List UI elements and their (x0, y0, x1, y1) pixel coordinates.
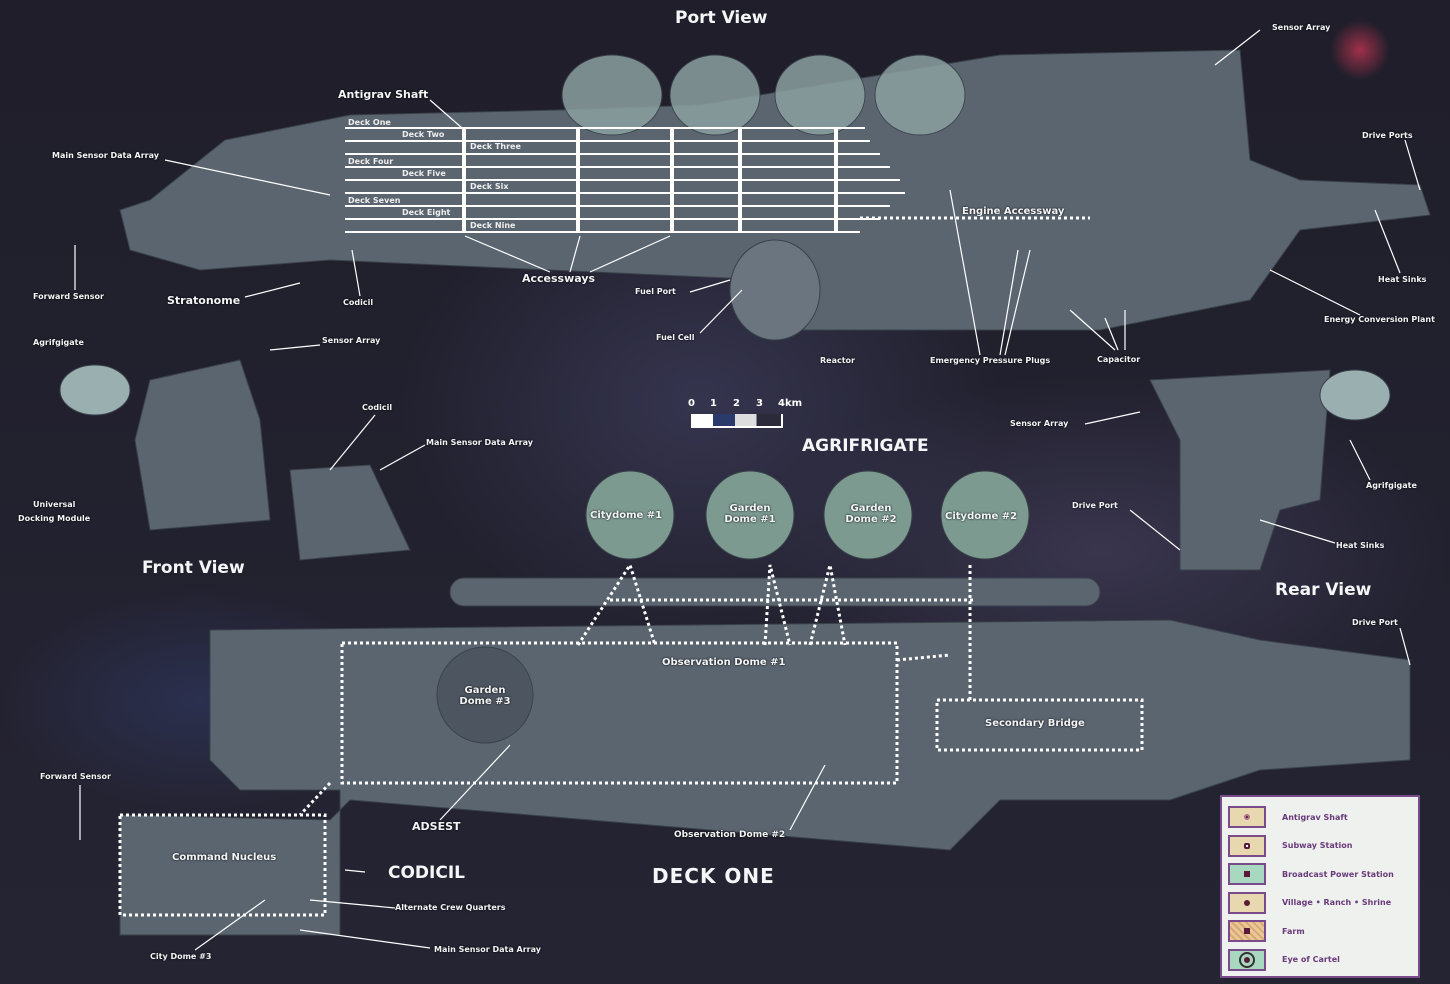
deck-label: Deck Five (402, 169, 446, 178)
farm-icon (1228, 920, 1266, 943)
label: Heat Sinks (1336, 541, 1385, 550)
label: Drive Port (1072, 501, 1118, 510)
label: Agrifgigate (33, 338, 84, 347)
label: Universal (33, 500, 76, 509)
label: Capacitor (1097, 355, 1141, 364)
label: Sensor Array (1010, 419, 1069, 428)
front-view-codicil (289, 464, 411, 561)
legend-item: Eye of Cartel (1228, 946, 1412, 975)
label: Heat Sinks (1378, 275, 1427, 284)
deck-one-title: DECK ONE (652, 864, 775, 888)
front-view-hull (134, 359, 271, 531)
label: Alternate Crew Quarters (395, 903, 506, 912)
legend-item: Broadcast Power Station (1228, 860, 1412, 889)
port-view-hull (119, 49, 1431, 331)
legend-label: Antigrav Shaft (1282, 812, 1348, 822)
antigrav-shaft-icon (1228, 806, 1266, 829)
fuel-cell (729, 239, 821, 341)
legend-item: Village • Ranch • Shrine (1228, 889, 1412, 918)
label: Drive Ports (1362, 131, 1413, 140)
deck-label: Deck Two (402, 130, 445, 139)
label: Sensor Array (1272, 23, 1331, 32)
label: Agrifgigate (1366, 481, 1417, 490)
subway-station-icon (1228, 834, 1266, 857)
port-dome (561, 54, 663, 136)
deck-label: Deck Four (348, 157, 394, 166)
label: Sensor Array (322, 336, 381, 345)
label: Forward Sensor (33, 292, 104, 301)
village-ranch-shrine-icon (1228, 891, 1266, 914)
deck-label: Deck Three (470, 142, 521, 151)
label: Main Sensor Data Array (52, 151, 159, 160)
label: Citydome #2 (945, 511, 1018, 522)
front-view-title: Front View (142, 558, 245, 578)
label: Observation Dome #1 (662, 657, 786, 668)
scale-tick: 0 (688, 398, 695, 409)
label: Codicil (343, 298, 374, 307)
legend-item: Farm (1228, 917, 1412, 946)
agrifrigate-title: AGRIFRIGATE (802, 436, 929, 456)
deck-label: Deck Six (470, 182, 509, 191)
label: Garden Dome #3 (459, 685, 511, 707)
label: Main Sensor Data Array (434, 945, 541, 954)
scale-tick: 4km (778, 398, 803, 409)
label: Energy Conversion Plant (1324, 315, 1435, 324)
scale-tick: 3 (756, 398, 763, 409)
rear-view-title: Rear View (1275, 580, 1372, 600)
label: Emergency Pressure Plugs (930, 356, 1051, 365)
label: Garden Dome #1 (724, 503, 776, 525)
label: Docking Module (18, 514, 91, 523)
eye-of-cartel-icon (1228, 948, 1266, 971)
label: Observation Dome #2 (674, 830, 786, 840)
scale-tick: 1 (710, 398, 717, 409)
label: Accessways (522, 272, 596, 285)
label: Engine Accessway (962, 206, 1065, 217)
legend-item: Subway Station (1228, 832, 1412, 861)
label: Main Sensor Data Array (426, 438, 533, 447)
legend-label: Village • Ranch • Shrine (1282, 898, 1392, 908)
label: Reactor (820, 356, 855, 365)
deck-label: Deck One (348, 118, 391, 127)
rear-view-hull (1149, 369, 1331, 571)
deck-label: Deck Seven (348, 196, 401, 205)
label: Garden Dome #2 (845, 503, 897, 525)
legend-label: Subway Station (1282, 841, 1353, 851)
label: Fuel Cell (656, 333, 695, 342)
label: Antigrav Shaft (338, 88, 429, 101)
scale-tick: 2 (733, 398, 740, 409)
label: Secondary Bridge (985, 718, 1085, 729)
label: Fuel Port (635, 287, 676, 296)
label: Forward Sensor (40, 772, 111, 781)
legend-label: Eye of Cartel (1282, 955, 1340, 965)
label: Citydome #1 (590, 510, 663, 521)
port-view-title: Port View (675, 8, 768, 28)
deck-label: Deck Nine (470, 221, 516, 230)
label: Drive Port (1352, 618, 1398, 627)
codicil-title: CODICIL (388, 863, 465, 883)
map-legend: Antigrav Shaft Subway Station Broadcast … (1220, 795, 1420, 978)
legend-label: Broadcast Power Station (1282, 869, 1394, 879)
broadcast-power-station-icon (1228, 863, 1266, 886)
label: Codicil (362, 403, 393, 412)
label: ADSEST (412, 820, 461, 833)
citydome-1 (585, 470, 675, 560)
label: Stratonome (167, 294, 241, 307)
legend-item: Antigrav Shaft (1228, 803, 1412, 832)
label: Command Nucleus (172, 852, 277, 863)
label: City Dome #3 (150, 952, 212, 961)
deck-label: Deck Eight (402, 208, 451, 217)
legend-label: Farm (1282, 926, 1305, 936)
